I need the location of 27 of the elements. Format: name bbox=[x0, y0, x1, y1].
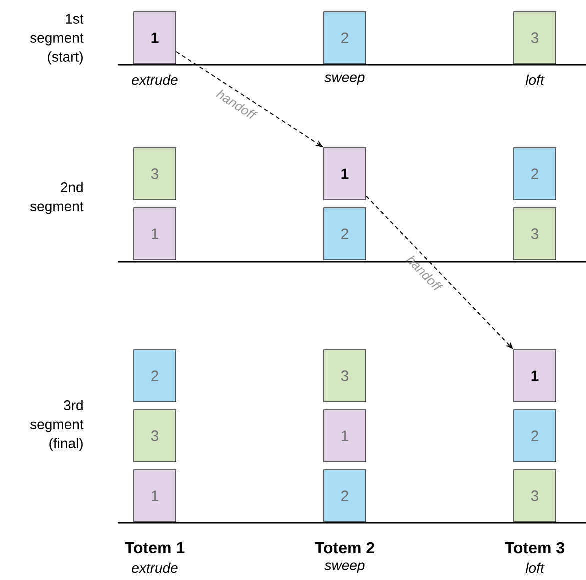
block-box: 2 bbox=[324, 12, 366, 64]
block-box: 1 bbox=[324, 148, 366, 200]
block-box: 1 bbox=[514, 350, 556, 402]
block-box: 2 bbox=[134, 350, 176, 402]
block-box: 1 bbox=[134, 12, 176, 64]
block-box: 3 bbox=[324, 350, 366, 402]
block-box: 1 bbox=[134, 470, 176, 522]
tool-label: loft bbox=[526, 562, 545, 574]
row-label: 2nd segment bbox=[30, 182, 84, 214]
column-title: Totem 3 bbox=[505, 542, 564, 554]
tool-label: sweep bbox=[324, 562, 365, 574]
block-box: 2 bbox=[514, 148, 556, 200]
block-box: 3 bbox=[134, 410, 176, 462]
block-box: 1 bbox=[134, 208, 176, 260]
tool-label: extrude bbox=[132, 562, 178, 574]
column-title: Totem 1 bbox=[125, 542, 185, 554]
column-title: Totem 2 bbox=[315, 542, 374, 554]
block-box: 2 bbox=[324, 208, 366, 260]
row-label: 1st segment (start) bbox=[30, 14, 84, 65]
block-box: 2 bbox=[324, 470, 366, 522]
block-box: 3 bbox=[514, 12, 556, 64]
row-label: 3rd segment (final) bbox=[30, 400, 84, 452]
block-box: 3 bbox=[514, 208, 556, 260]
block-box: 1 bbox=[324, 410, 366, 462]
block-box: 3 bbox=[134, 148, 176, 200]
block-box: 3 bbox=[514, 470, 556, 522]
block-box: 2 bbox=[514, 410, 556, 462]
